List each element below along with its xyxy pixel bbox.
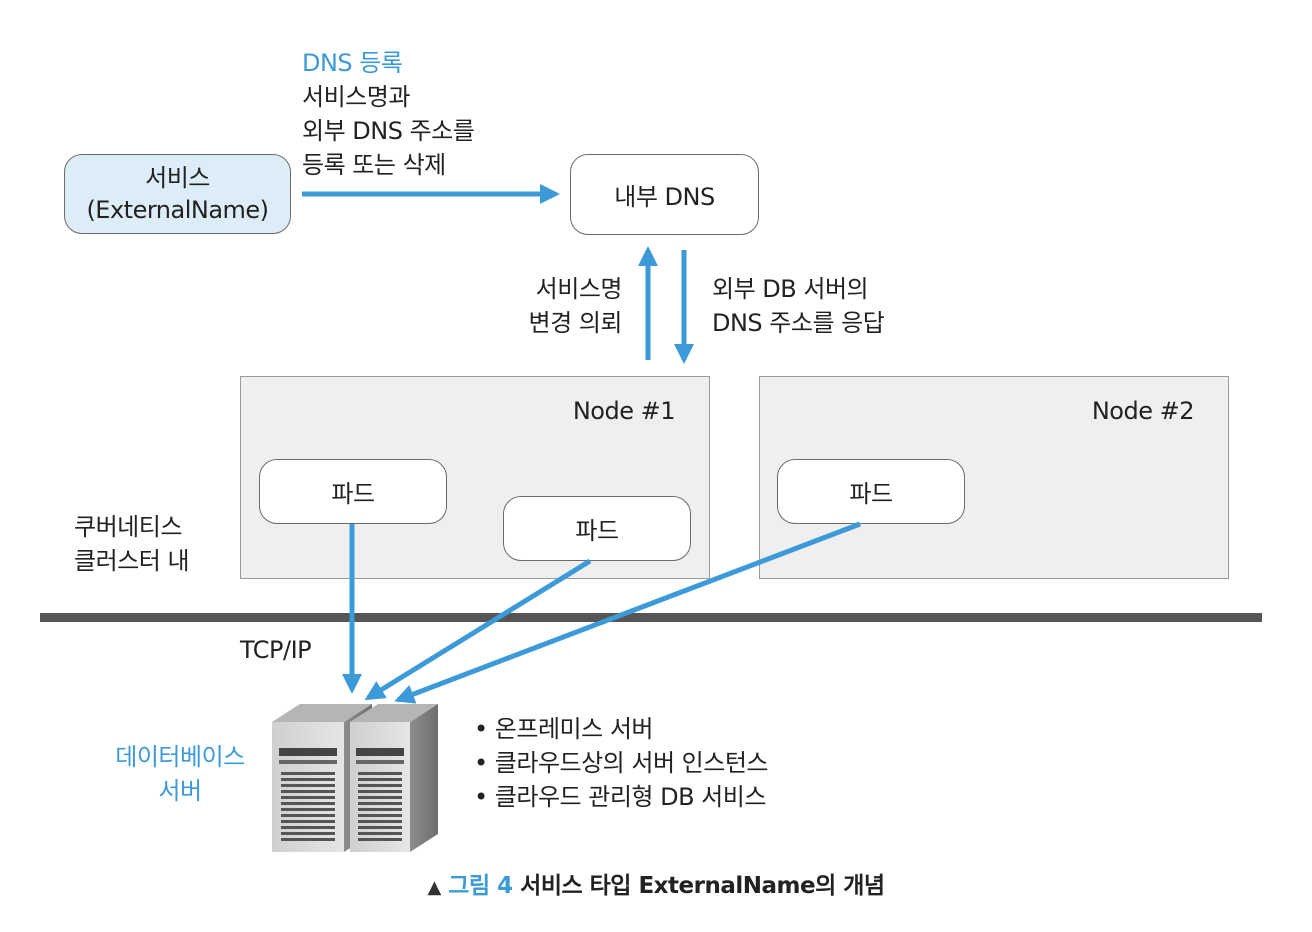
tcp-ip-label: TCP/IP [240,636,312,664]
dns-register-line: 서비스명과 [302,83,410,111]
response-label: 외부 DB 서버의 DNS 주소를 응답 [712,272,885,340]
database-server-icon [272,704,438,852]
network-divider [40,613,1262,622]
cluster-line: 클러스터 내 [74,547,190,575]
request-line: 변경 의뢰 [528,309,623,337]
node-2-label: Node #2 [1091,397,1195,425]
list-item: • 클라우드상의 서버 인스턴스 [474,749,769,777]
caption-text: 서비스 타입 ExternalName의 개념 [520,873,885,899]
cluster-label: 쿠버네티스 클러스터 내 [74,510,190,578]
pod-node1-b: 파드 [503,496,691,561]
pod3-to-db-arrow [394,521,861,704]
pod2-to-db-arrow [364,558,592,701]
internal-dns-label: 내부 DNS [614,183,715,211]
db-options-list: • 온프레미스 서버 • 클라우드상의 서버 인스턴스 • 클라우드 관리형 D… [474,712,769,814]
internal-dns-box: 내부 DNS [570,154,759,235]
database-server-label: 데이터베이스 서버 [100,740,260,808]
pod-label: 파드 [575,517,619,545]
pod-label: 파드 [849,480,893,508]
dns-register-line: 외부 DNS 주소를 [302,117,475,145]
request-line: 서비스명 [535,275,623,303]
list-item: • 온프레미스 서버 [474,715,653,743]
list-item: • 클라우드 관리형 DB 서비스 [474,783,766,811]
pod-node1-a: 파드 [259,459,447,524]
response-line: 외부 DB 서버의 [712,275,869,303]
dns-register-line: 등록 또는 삭제 [302,151,446,179]
caption-marker: ▲ [427,877,441,898]
db-label-line: 서버 [158,777,202,805]
db-label-line: 데이터베이스 [115,743,245,771]
pod-label: 파드 [331,480,375,508]
service-box-type: (ExternalName) [86,196,269,224]
figure-caption: ▲ 그림 4 서비스 타입 ExternalName의 개념 [0,866,1312,900]
pod-node2-a: 파드 [777,459,965,524]
dns-register-title: DNS 등록 [302,49,403,77]
cluster-line: 쿠버네티스 [74,513,182,541]
dns-register-note: DNS 등록 서비스명과 외부 DNS 주소를 등록 또는 삭제 [302,46,475,182]
response-line: DNS 주소를 응답 [712,309,885,337]
service-externalname-box: 서비스 (ExternalName) [64,154,291,234]
caption-figure-number: 그림 4 [448,873,513,899]
request-label: 서비스명 변경 의뢰 [512,272,623,340]
node-1-label: Node #1 [572,397,676,425]
service-box-title: 서비스 [145,164,210,192]
